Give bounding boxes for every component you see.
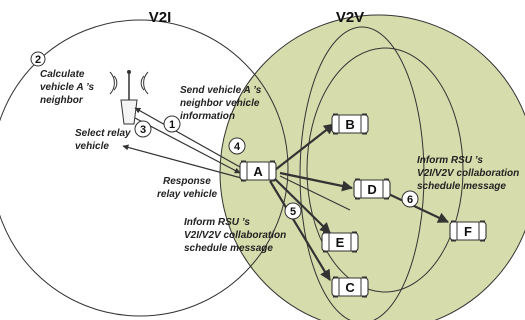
arrow-a-to-d2 [279,175,351,211]
svg-text:Select relay: Select relay [75,128,131,139]
vehicle-d: D [353,177,391,201]
svg-text:Calculate: Calculate [40,69,85,80]
svg-text:schedule message: schedule message [184,243,273,254]
svg-text:Inform RSU ’s: Inform RSU ’s [184,217,250,228]
arrow-step-1 [134,107,241,168]
vehicle-a: A [239,159,277,183]
arrow-a-to-c [269,180,331,281]
svg-text:Response: Response [163,176,211,187]
v2v-inner-ellipse-1 [299,26,425,320]
arrow-a-to-d [279,171,354,192]
svg-text:2: 2 [35,54,41,66]
svg-text:V2I/V2V collaboration: V2I/V2V collaboration [184,230,286,241]
svg-text:A: A [253,164,263,179]
svg-text:information: information [180,111,235,122]
step-4-badge: 4 [228,137,246,155]
step-6-badge: 6 [401,190,419,208]
svg-text:D: D [367,182,376,197]
svg-text:vehicle A ’s: vehicle A ’s [40,82,95,93]
vehicle-f: F [449,219,487,243]
vehicle-e: E [321,230,359,254]
v2v-title: V2V [336,9,364,26]
step-4-label: Response relay vehicle [157,176,217,200]
step-6-label: Inform RSU ’s V2I/V2V collaboration sche… [417,155,519,192]
arrow-step-4 [122,144,246,180]
step-1-label: Send vehicle A ’s neighbor vehicle infor… [180,85,262,122]
vehicle-c: C [331,275,369,299]
step-2-badge: 2 [30,51,46,67]
svg-text:Inform RSU ’s: Inform RSU ’s [417,155,483,166]
svg-text:B: B [345,117,354,132]
arrow-a-to-b [274,123,335,171]
step-5-badge: 5 [284,202,302,220]
rsu-antenna-icon [109,70,149,125]
svg-text:3: 3 [140,124,146,136]
v2i-title: V2I [149,9,172,26]
svg-text:E: E [336,235,345,250]
svg-text:5: 5 [290,206,296,218]
step-3-badge: 3 [134,120,152,138]
svg-text:schedule message: schedule message [417,181,506,192]
step-2-label: Calculate vehicle A ’s neighbor [40,69,95,106]
v2i-coverage-circle [0,19,289,317]
arrow-a-to-e [273,177,331,234]
svg-text:Send vehicle A ’s: Send vehicle A ’s [180,85,262,96]
svg-text:1: 1 [169,119,175,131]
v2v-inner-ellipse-2 [306,47,464,293]
v2v-coverage-circle [219,14,525,320]
arrow-step-3 [134,117,241,174]
svg-text:neighbor vehicle: neighbor vehicle [180,98,260,109]
step-3-label: Select relay vehicle [75,128,131,152]
vehicle-b: B [331,112,369,136]
svg-text:neighbor: neighbor [40,95,84,106]
svg-text:relay vehicle: relay vehicle [157,189,217,200]
step-5-label: Inform RSU ’s V2I/V2V collaboration sche… [184,217,286,254]
svg-text:6: 6 [407,194,413,206]
svg-text:F: F [464,224,472,239]
svg-text:V2I/V2V collaboration: V2I/V2V collaboration [417,168,519,179]
svg-text:4: 4 [234,141,241,153]
svg-text:C: C [345,280,355,295]
step-1-badge: 1 [163,115,181,133]
svg-text:vehicle: vehicle [75,141,109,152]
